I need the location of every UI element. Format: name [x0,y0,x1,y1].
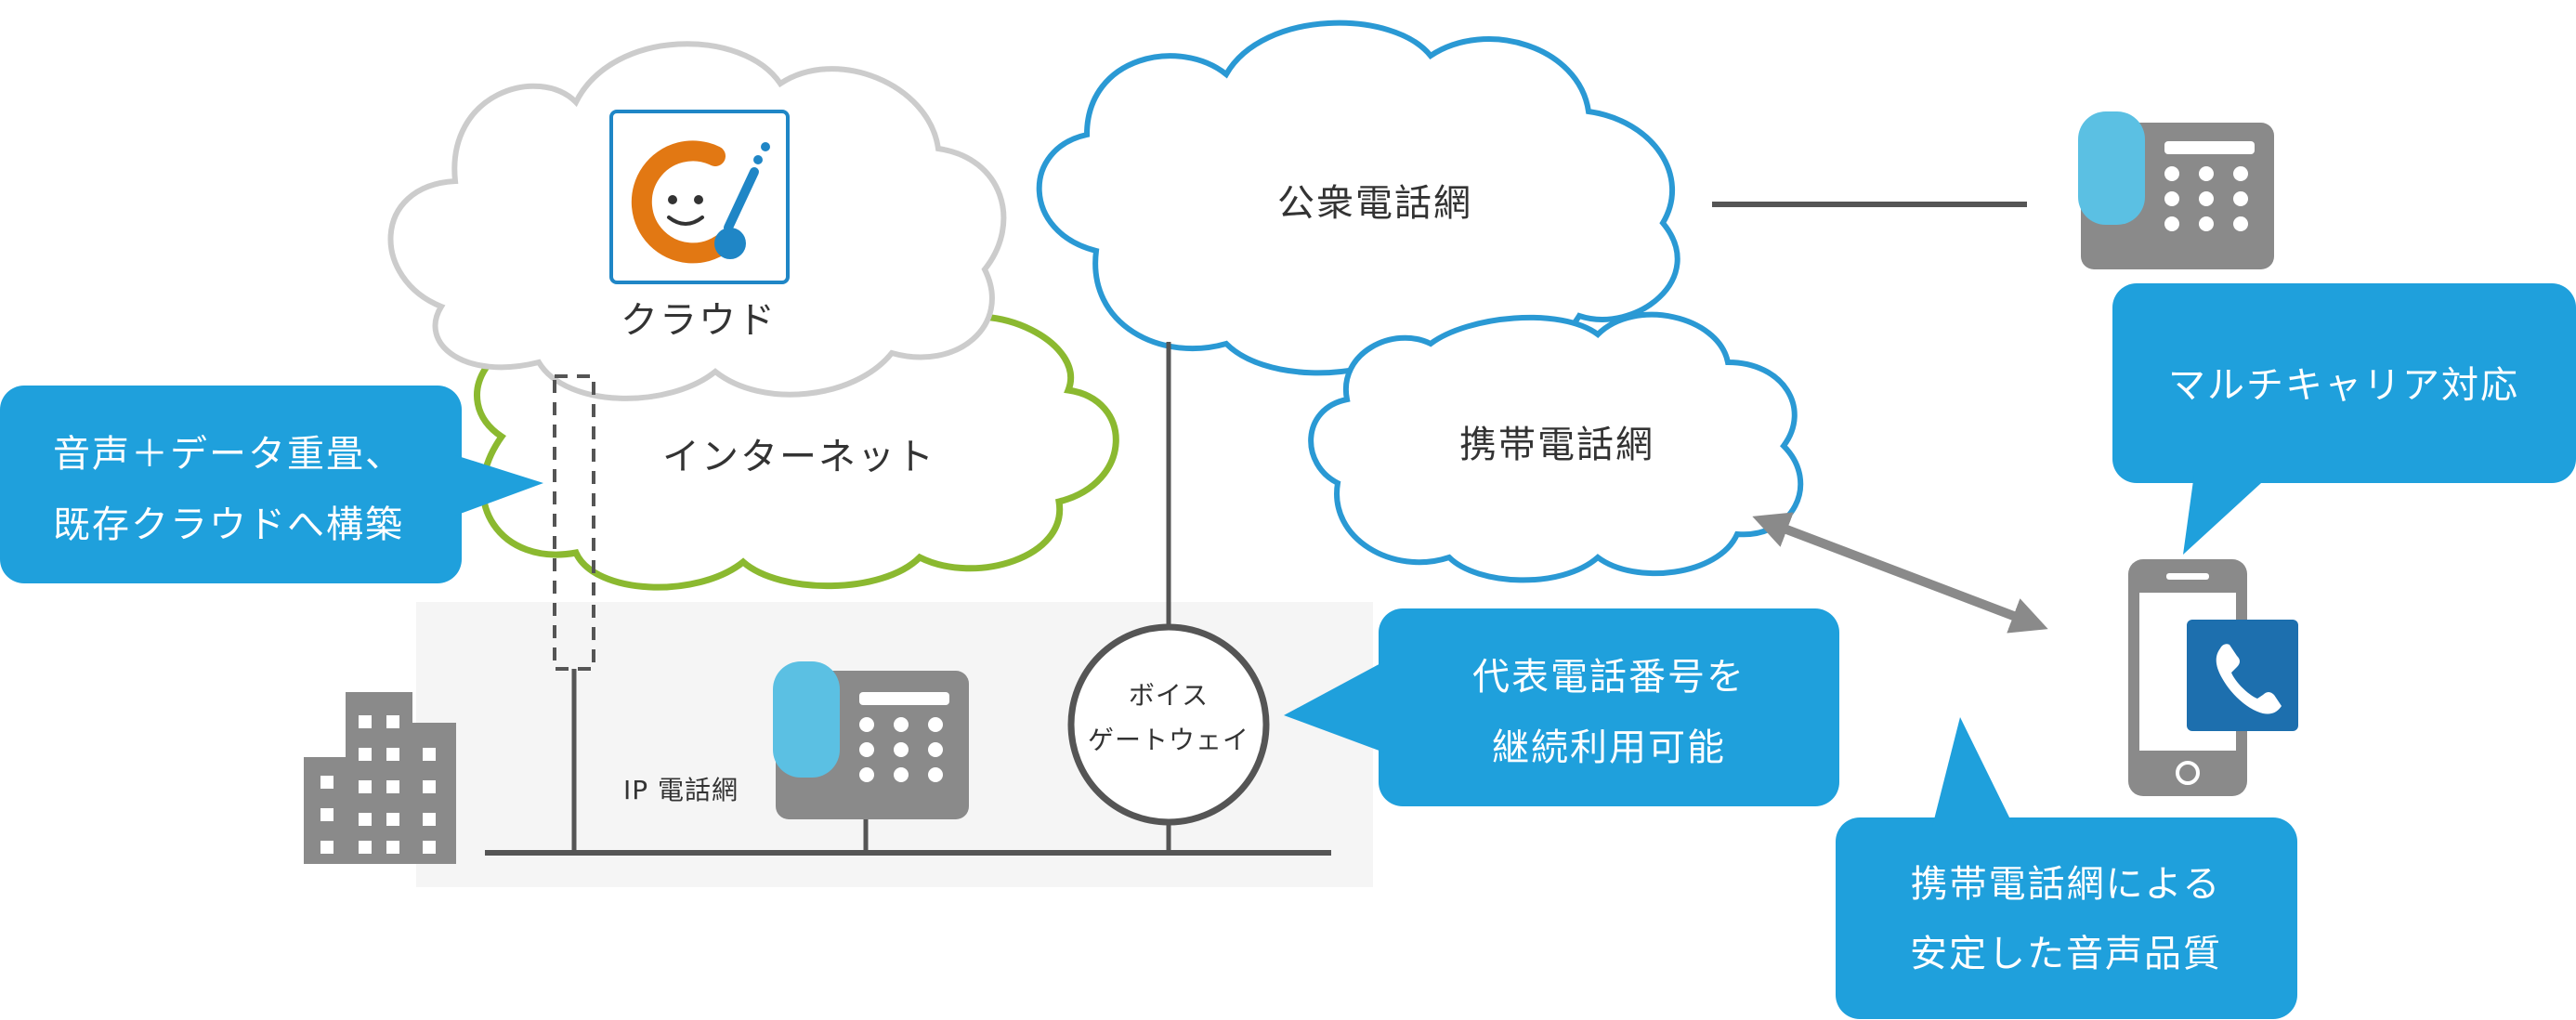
callout-quality-line2: 安定した音声品質 [1910,933,2222,975]
public-network-label: 公衆電話網 [1277,182,1472,225]
internet-label: インターネット [662,436,935,478]
mobile-network-label: 携帯電話網 [1459,424,1654,466]
cloud-label: クラウド [621,299,777,342]
mobile-smartphone-arrow [1752,512,2048,634]
public-network-cloud [1036,20,1680,376]
callout-voice-quality [1836,717,2297,1019]
building-icon [304,692,456,864]
callout-representative-number [1284,608,1839,806]
callout-representative-line1: 代表電話番号を [1472,656,1746,699]
callout-multi-carrier [2112,283,2576,555]
callout-voice-data [0,386,543,583]
phone-handset-icon [2187,620,2298,731]
mobile-network-cloud [1308,311,1804,583]
ip-network-label: IP 電話網 [623,775,739,805]
callout-multi-carrier-line1: マルチキャリア対応 [2168,364,2519,407]
gateway-label-line1: ボイス [1129,680,1209,711]
voice-gateway [1067,623,1270,826]
desk-phone-icon [773,661,969,819]
callout-quality-line1: 携帯電話網による [1911,863,2222,906]
callout-representative-line2: 継続利用可能 [1492,726,1726,769]
cloud-lan-dashed-link [553,374,595,671]
callout-voice-data-line2: 既存クラウドへ構築 [53,503,404,546]
cun-smiley-logo [609,110,790,284]
gateway-label-line2: ゲートウェイ [1088,725,1249,755]
callout-voice-data-line1: 音声＋データ重畳、 [53,433,404,476]
desk-phone-icon [2078,111,2274,269]
